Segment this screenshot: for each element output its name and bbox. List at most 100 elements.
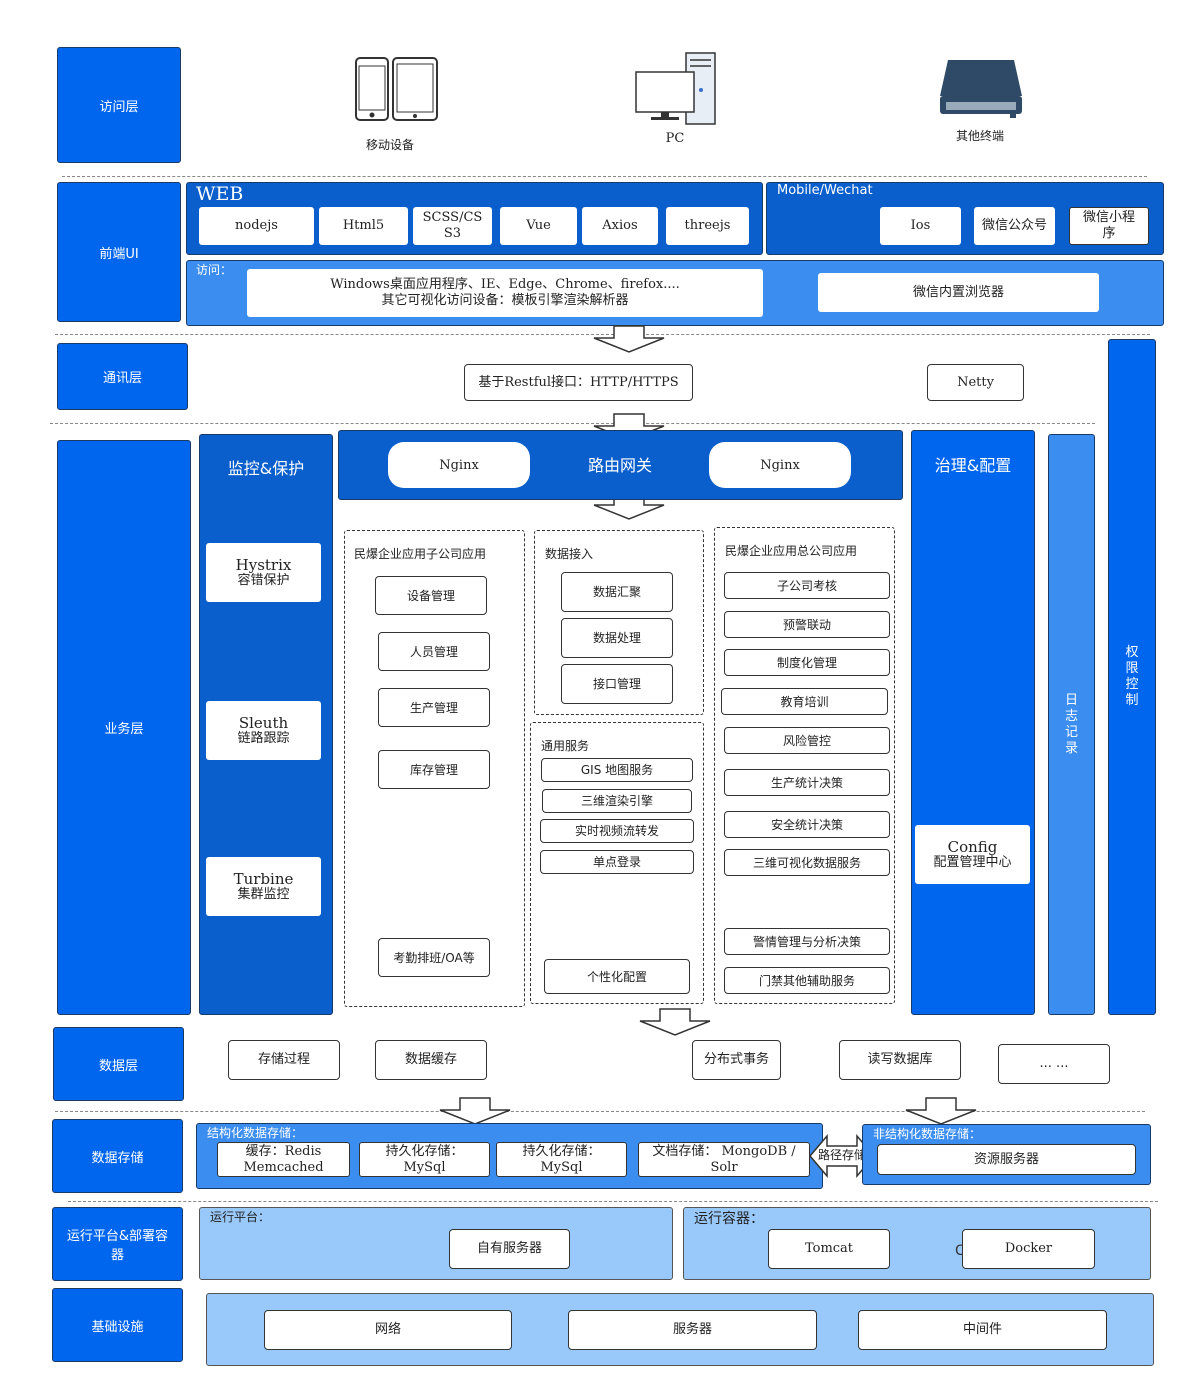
config-name: Config: [947, 837, 998, 856]
data-item-distributed-tx: 分布式事务: [692, 1040, 781, 1080]
data-item-more: ... ...: [998, 1044, 1110, 1084]
hq-item: 预警联动: [724, 611, 890, 638]
infra-network: 网络: [264, 1310, 512, 1350]
structured-storage-title: 结构化数据存储：: [207, 1126, 304, 1140]
infra-server: 服务器: [568, 1310, 817, 1350]
storage-cache-line2: Memcached: [243, 1159, 324, 1175]
data-item-rw-db: 读写数据库: [839, 1040, 961, 1080]
layer-label-business: 业务层: [57, 440, 191, 1015]
mobile-item-ios: Ios: [880, 207, 961, 245]
auth-label: 权限控制: [1125, 645, 1139, 708]
common-item: GIS 地图服务: [541, 758, 693, 782]
path-storage-label: 路径存储: [817, 1148, 866, 1162]
other-terminal-icon: [940, 60, 1022, 118]
storage-cache-line1: 缓存：Redis: [245, 1143, 322, 1159]
layer-label-data: 数据层: [53, 1027, 184, 1101]
sleuth-desc: 链路跟踪: [237, 730, 290, 746]
separator: [62, 176, 1147, 177]
mobile-item-wechat-miniprogram: 微信小程序: [1069, 207, 1149, 245]
storage-persist-2: 持久化存储： MySql: [496, 1142, 627, 1177]
own-server: 自有服务器: [449, 1229, 570, 1269]
resource-server: 资源服务器: [877, 1144, 1136, 1175]
storage-cache: 缓存：Redis Memcached: [217, 1142, 350, 1177]
access-pc-label: PC: [665, 131, 685, 146]
nginx-left: Nginx: [388, 442, 530, 488]
down-arrow-icon: [439, 1097, 511, 1125]
storage-document-line1: 文档存储： MongoDB /: [652, 1143, 796, 1159]
hq-item: 生产统计决策: [724, 769, 890, 796]
config-desc: 配置管理中心: [933, 854, 1012, 870]
web-item-threejs: threejs: [666, 207, 749, 245]
governance-panel: [911, 430, 1035, 1015]
separator: [55, 1111, 1145, 1112]
pc-icon: [635, 52, 716, 125]
docker: Docker: [962, 1229, 1095, 1269]
data-ingest-title: 数据接入: [545, 547, 594, 561]
hystrix-name: Hystrix: [235, 555, 292, 574]
access-other-label: 其他终端: [955, 129, 1004, 143]
visit-title: 访问：: [196, 263, 233, 277]
mobile-wechat-title: Mobile/Wechat: [777, 183, 873, 198]
layer-label-comm: 通讯层: [57, 343, 188, 410]
web-item-vue: Vue: [500, 207, 577, 245]
ingest-item: 数据汇聚: [561, 572, 673, 612]
stray-glyph: C: [955, 1243, 965, 1259]
ingest-item: 接口管理: [561, 664, 673, 704]
storage-document-line2: Solr: [710, 1159, 738, 1175]
down-arrow-icon: [593, 325, 665, 353]
sub-item: 生产管理: [378, 688, 490, 727]
layer-label-infra: 基础设施: [52, 1288, 183, 1362]
hq-item: 风险管控: [724, 727, 890, 754]
web-item-html5: Html5: [319, 207, 408, 245]
access-mobile-label: 移动设备: [365, 138, 414, 152]
web-item-nodejs: nodejs: [199, 207, 314, 245]
auth-panel: 权限控制: [1108, 339, 1156, 1015]
netty: Netty: [927, 364, 1024, 401]
common-item: 个性化配置: [544, 959, 690, 994]
unstructured-storage-title: 非结构化数据存储：: [873, 1127, 982, 1141]
sleuth-box: Sleuth 链路跟踪: [206, 701, 321, 760]
runtime-container-title: 运行容器：: [694, 1211, 764, 1227]
visit-main-line2: 其它可视化访问设备：模板引擎渲染解析器: [381, 293, 629, 308]
sub-item: 人员管理: [378, 632, 490, 671]
turbine-box: Turbine 集群监控: [206, 857, 321, 916]
monitor-title: 监控&保护: [227, 459, 305, 478]
nginx-right: Nginx: [709, 442, 851, 488]
mobile-devices-icon: [355, 57, 438, 121]
hq-item: 子公司考核: [724, 572, 890, 599]
hq-item: 门禁其他辅助服务: [724, 967, 890, 994]
hq-item: 安全统计决策: [724, 811, 890, 838]
hq-item: 三维可视化数据服务: [724, 849, 890, 876]
infra-middleware: 中间件: [858, 1310, 1107, 1350]
gateway-title: 路由网关: [587, 456, 652, 475]
separator: [68, 1201, 1158, 1202]
web-title: WEB: [196, 183, 244, 205]
mobile-item-wechat-account: 微信公众号: [974, 207, 1055, 245]
common-item: 实时视频流转发: [540, 819, 694, 843]
storage-persist-2-line1: 持久化存储：: [522, 1143, 601, 1159]
layer-label-frontend: 前端UI: [57, 182, 181, 322]
ingest-item: 数据处理: [561, 618, 673, 658]
config-box: Config 配置管理中心: [915, 825, 1030, 884]
separator: [50, 423, 1095, 424]
hq-item: 制度化管理: [724, 649, 890, 676]
storage-persist-1: 持久化存储： MySql: [359, 1142, 490, 1177]
sub-item: 考勤排班/OA等: [378, 938, 490, 977]
storage-document: 文档存储： MongoDB / Solr: [638, 1142, 810, 1177]
storage-persist-1-line1: 持久化存储：: [385, 1143, 464, 1159]
down-arrow-icon: [639, 1008, 711, 1036]
common-item: 三维渲染引擎: [542, 789, 692, 813]
visit-wechat-browser: 微信内置浏览器: [818, 273, 1099, 312]
turbine-name: Turbine: [233, 869, 294, 888]
log-panel: 日志记录: [1048, 434, 1095, 1015]
storage-persist-2-line2: MySql: [540, 1159, 583, 1175]
turbine-desc: 集群监控: [237, 886, 290, 902]
sleuth-name: Sleuth: [238, 713, 289, 732]
web-item-scss: SCSS/CSS3: [413, 207, 492, 245]
separator: [55, 334, 1150, 335]
hq-app-title: 民爆企业应用总公司应用: [725, 544, 858, 558]
layer-label-access: 访问层: [57, 47, 181, 163]
hq-item: 警情管理与分析决策: [724, 928, 890, 955]
log-label: 日志记录: [1064, 692, 1078, 756]
restful-interface: 基于Restful接口：HTTP/HTTPS: [464, 364, 693, 401]
